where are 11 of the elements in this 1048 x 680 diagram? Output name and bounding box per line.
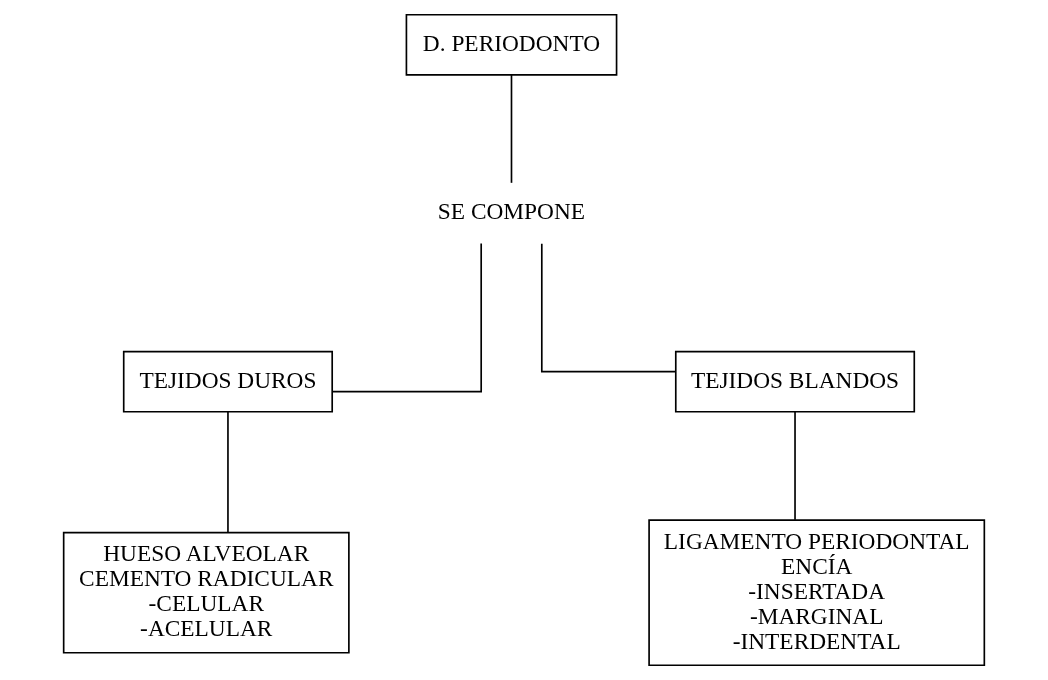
node-box: TEJIDOS BLANDOS [674, 350, 916, 413]
connector [331, 242, 483, 393]
connector [510, 74, 513, 184]
connector [540, 242, 676, 373]
node-box: TEJIDOS DUROS [122, 350, 334, 413]
node-box: D. PERIODONTO [405, 13, 618, 76]
node-box: HUESO ALVEOLAR CEMENTO RADICULAR -CELULAR -ACELULAR [62, 531, 350, 654]
node-box: LIGAMENTO PERIODONTAL ENCÍA -INSERTADA -MARGINAL -INTERDENTAL [648, 519, 986, 667]
node-text: SE COMPONE [437, 198, 586, 225]
connector [794, 411, 796, 521]
connector [227, 411, 229, 534]
